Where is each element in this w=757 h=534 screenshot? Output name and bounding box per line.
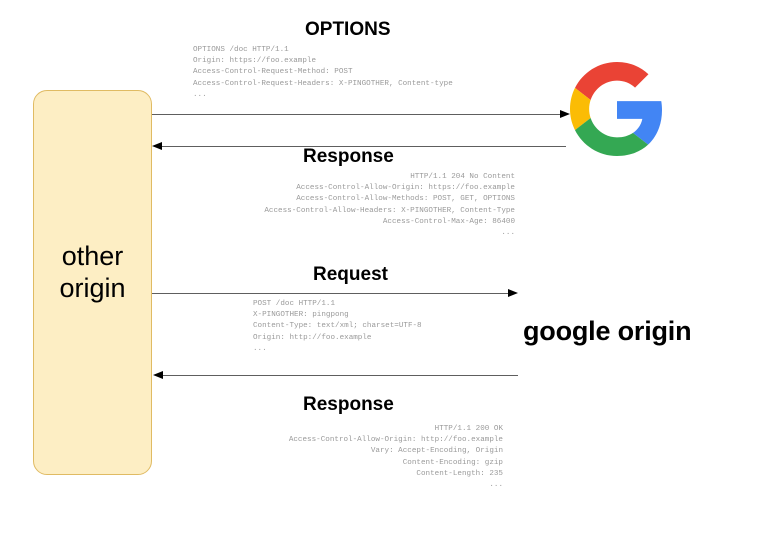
google-g-logo [570, 62, 664, 156]
exchange-title-request: Request [313, 264, 388, 285]
arrow-head-response-actual-left [153, 370, 163, 379]
exchange-title-options: OPTIONS [305, 19, 391, 40]
exchange-title-response-actual: Response [303, 394, 394, 415]
arrow-line-request [152, 293, 510, 294]
arrow-head-request-right [508, 288, 518, 297]
google-origin-label: google origin [523, 316, 692, 346]
exchange-title-response-preflight: Response [303, 146, 394, 167]
arrow-line-response-preflight [162, 146, 566, 147]
other-origin-box [33, 90, 152, 475]
arrow-head-options-right [560, 109, 570, 118]
arrow-line-response-actual [163, 375, 518, 376]
arrow-line-options [152, 114, 562, 115]
other-origin-label: other origin [59, 241, 126, 303]
http-message-request: POST /doc HTTP/1.1 X-PINGOTHER: pingpong… [253, 300, 422, 353]
http-message-options: OPTIONS /doc HTTP/1.1 Origin: https://fo… [193, 46, 453, 99]
http-message-response-preflight: HTTP/1.1 204 No Content Access-Control-A… [264, 173, 515, 238]
http-message-response-actual: HTTP/1.1 200 OK Access-Control-Allow-Ori… [288, 425, 503, 490]
arrow-head-response-preflight-left [152, 141, 162, 150]
